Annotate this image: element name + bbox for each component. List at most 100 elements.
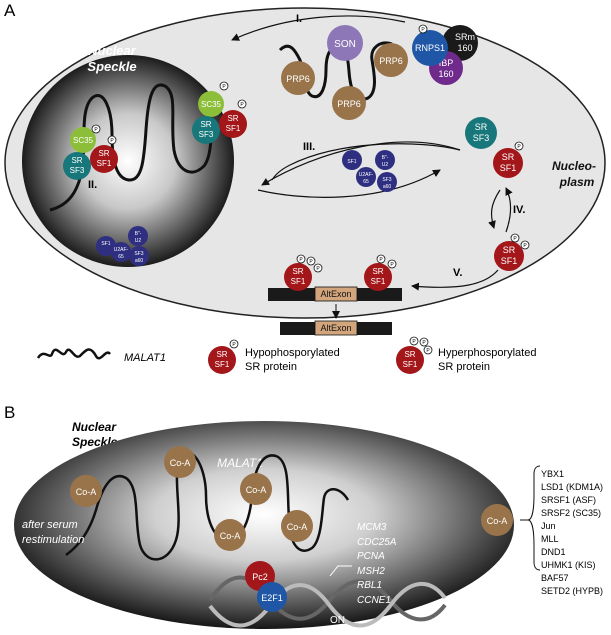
prp6-protein-left: PRP6 bbox=[281, 61, 315, 95]
svg-text:65: 65 bbox=[363, 179, 369, 185]
alt-splice-mrna: AltExon bbox=[280, 320, 392, 336]
legend-hypo-label-2: SR protein bbox=[245, 361, 297, 373]
svg-text:P: P bbox=[426, 348, 430, 354]
nuclear-speckle-label-2: Speckle bbox=[87, 59, 136, 74]
svg-text:U2AF-: U2AF- bbox=[359, 172, 374, 178]
svg-text:PRP6: PRP6 bbox=[286, 74, 310, 84]
sr-sf3-protein-top: SR SF3 bbox=[192, 116, 220, 144]
svg-text:SR: SR bbox=[71, 156, 82, 165]
svg-text:SF1: SF1 bbox=[371, 277, 386, 286]
b-coa-list-item: BAF57 bbox=[541, 573, 569, 583]
svg-text:B"-: B"- bbox=[382, 155, 389, 161]
svg-text:SF1: SF1 bbox=[500, 163, 517, 173]
b-coa-protein-1: Co-A bbox=[70, 475, 102, 507]
u2af-factor-speckle: SF1 U2AF- 65 bbox=[96, 236, 131, 262]
svg-text:SF1: SF1 bbox=[101, 241, 110, 247]
svg-text:SR: SR bbox=[292, 267, 303, 276]
svg-text:PRP6: PRP6 bbox=[337, 99, 361, 109]
svg-text:SR: SR bbox=[372, 267, 383, 276]
legend-malat1-icon bbox=[36, 348, 112, 360]
svg-text:U2: U2 bbox=[382, 162, 389, 168]
svg-text:P: P bbox=[412, 339, 416, 345]
b-gene-bracket bbox=[329, 565, 352, 577]
svg-text:a60: a60 bbox=[383, 184, 392, 190]
svg-text:P: P bbox=[222, 84, 226, 90]
alt-splice-pre-mrna: AltExon bbox=[268, 286, 402, 302]
b-nuclear-speckle-label-1: Nuclear bbox=[72, 420, 117, 434]
b-coa-protein-3: Co-A bbox=[240, 473, 272, 505]
svg-text:SR: SR bbox=[98, 149, 109, 158]
svg-text:SF1: SF1 bbox=[291, 277, 306, 286]
svg-text:Co-A: Co-A bbox=[76, 487, 97, 497]
svg-text:SF1: SF1 bbox=[97, 159, 112, 168]
svg-text:E2F1: E2F1 bbox=[261, 593, 283, 603]
svg-text:160: 160 bbox=[457, 43, 472, 53]
malat1-rna-speckle bbox=[49, 83, 213, 212]
svg-text:SR: SR bbox=[502, 152, 515, 162]
svg-text:Co-A: Co-A bbox=[220, 531, 241, 541]
b-gene: MCM3 bbox=[357, 522, 387, 533]
b-coa-list-item: UHMK1 (KIS) bbox=[541, 560, 596, 570]
step-ii-label: II. bbox=[88, 179, 97, 191]
sr-sf1-protein-top: SR SF1 P bbox=[219, 99, 247, 138]
svg-text:AltExon: AltExon bbox=[320, 289, 351, 299]
svg-text:SON: SON bbox=[334, 39, 356, 50]
svg-text:P: P bbox=[517, 144, 521, 150]
sr-sf1-bound-left: SR SF1 P P P bbox=[284, 254, 323, 291]
svg-text:SR: SR bbox=[216, 350, 227, 359]
svg-text:SF1: SF1 bbox=[226, 124, 241, 133]
svg-text:SF3: SF3 bbox=[70, 166, 85, 175]
svg-text:P: P bbox=[110, 138, 114, 144]
svg-text:P: P bbox=[299, 257, 303, 263]
b-coa-legend-icon: Co-A bbox=[481, 504, 513, 536]
b-u2-factor-speckle: B"- U2 bbox=[128, 226, 148, 246]
svg-text:SC35: SC35 bbox=[73, 136, 94, 145]
b-coa-list-item: SRSF2 (SC35) bbox=[541, 508, 601, 518]
rnps1-protein: RNPS1 P bbox=[412, 24, 448, 66]
b-nuclear-speckle bbox=[14, 421, 514, 629]
svg-text:P: P bbox=[513, 236, 517, 242]
svg-text:SR: SR bbox=[503, 245, 516, 255]
svg-text:P: P bbox=[232, 342, 236, 348]
son-protein: SON bbox=[327, 25, 363, 61]
arrow-step-iv-up bbox=[505, 187, 513, 233]
svg-text:SF3: SF3 bbox=[199, 130, 214, 139]
b-dna-strand-2 bbox=[208, 581, 447, 628]
b-coa-list-item: MLL bbox=[541, 534, 559, 544]
svg-text:P: P bbox=[94, 127, 98, 133]
b-gene: MSH2 bbox=[357, 566, 385, 577]
legend-hyper-label-1: Hyperphosporylated bbox=[438, 347, 536, 359]
svg-text:PRP6: PRP6 bbox=[379, 56, 403, 66]
nuclear-speckle bbox=[22, 55, 234, 267]
svg-text:SR: SR bbox=[404, 350, 415, 359]
b-malat1-rna bbox=[65, 451, 350, 561]
step-iii-label: III. bbox=[303, 141, 315, 153]
step-i-label: I. bbox=[296, 13, 302, 25]
svg-text:SF1: SF1 bbox=[403, 360, 418, 369]
b-coa-list-item: SETD2 (HYPB) bbox=[541, 586, 603, 596]
panel-b-label: B bbox=[4, 403, 15, 422]
b-gene: CCNE1 bbox=[357, 595, 391, 606]
b-coa-list-brace bbox=[520, 465, 541, 571]
sr-sf1-hyper-nucleoplasm: SR SF1 P P bbox=[494, 233, 530, 271]
sf3a60-factor-speckle: SF3 a60 bbox=[129, 246, 149, 266]
legend: MALAT1 SR SF1 P Hypophosporylated SR pro… bbox=[36, 336, 536, 374]
svg-text:Pc2: Pc2 bbox=[252, 572, 268, 582]
b-coa-list-item: LSD1 (KDM1A) bbox=[541, 482, 603, 492]
sc35-protein-top: SC35 P bbox=[198, 81, 229, 117]
sr-sf3-protein-left: SR SF3 bbox=[63, 152, 91, 180]
arrow-step-i bbox=[231, 15, 406, 41]
svg-text:P: P bbox=[523, 243, 527, 249]
step-v-label: V. bbox=[453, 267, 462, 279]
sr-sf3-protein-nucleoplasm: SR SF3 bbox=[465, 117, 497, 149]
b-on-label: ON bbox=[330, 615, 345, 626]
svg-text:SC35: SC35 bbox=[201, 100, 222, 109]
legend-hypo-label-1: Hypophosporylated bbox=[245, 347, 340, 359]
svg-text:P: P bbox=[379, 257, 383, 263]
step-iv-label: IV. bbox=[513, 204, 525, 216]
sf3a60-factor-nucleoplasm: SF3 a60 bbox=[377, 172, 397, 192]
panel-a: A Nuclear Speckle Nucleo- plasm I. III. … bbox=[4, 1, 606, 336]
b-malat1-label: MALAT1 bbox=[217, 456, 263, 470]
svg-text:U2AF-: U2AF- bbox=[114, 247, 129, 253]
